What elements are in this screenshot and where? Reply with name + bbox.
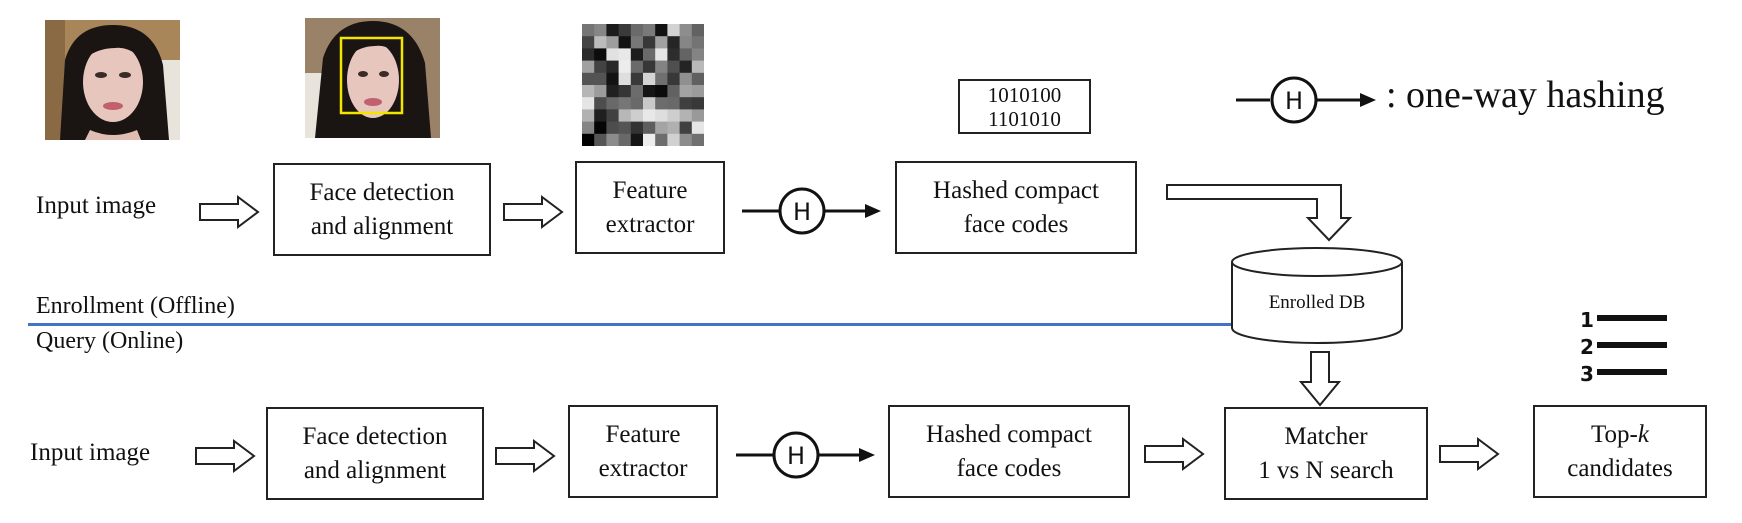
rank-3: 3	[1580, 362, 1594, 385]
feature-map-image	[582, 24, 704, 146]
query-hashed-codes-line-1: Hashed compact	[926, 420, 1092, 448]
enrollment-hashed-codes-line-1: Hashed compact	[933, 176, 1099, 204]
top-k-line-2: candidates	[1567, 454, 1673, 482]
query-hashed-codes-box: Hashed compact face codes	[888, 405, 1130, 498]
enrollment-face-detection-line-2: and alignment	[310, 212, 454, 240]
enrolled-db-cylinder: Enrolled DB	[1231, 247, 1403, 344]
query-feature-extractor-line-2: extractor	[598, 454, 688, 482]
enrollment-hashed-codes-box: Hashed compact face codes	[895, 161, 1137, 254]
legend-text: : one-way hashing	[1386, 74, 1665, 116]
enrollment-hash-arrow: H	[742, 187, 881, 235]
enrollment-feature-extractor-box: Feature extractor	[575, 161, 725, 254]
rank-1: 1	[1580, 308, 1594, 332]
arrow-to-enrolled-db	[1166, 184, 1353, 242]
arrow-query-3	[1144, 437, 1205, 471]
enrollment-input-label: Input image	[36, 192, 157, 219]
binary-code-line-2: 1101010	[988, 107, 1061, 131]
svg-text:H: H	[787, 442, 805, 470]
arrow-db-to-matcher	[1298, 351, 1342, 407]
svg-text:H: H	[1285, 87, 1303, 115]
query-face-detection-line-1: Face detection	[302, 422, 448, 450]
query-input-label: Input image	[30, 439, 151, 466]
rank-2: 2	[1580, 335, 1594, 359]
enrollment-section-label: Enrollment (Offline)	[36, 293, 235, 319]
arrow-enroll-2	[503, 195, 564, 229]
enrollment-hashed-codes-line-2: face codes	[963, 210, 1069, 238]
arrow-query-1	[195, 439, 256, 473]
enrolled-db-label: Enrolled DB	[1269, 292, 1366, 313]
top-k-candidates-box: Top-k candidates	[1533, 405, 1707, 498]
face-detection-bbox	[339, 36, 404, 115]
arrow-enroll-1	[199, 195, 260, 229]
matcher-box: Matcher 1 vs N search	[1224, 407, 1428, 500]
query-face-detection-box: Face detection and alignment	[266, 407, 484, 500]
enrollment-face-photo	[45, 20, 180, 140]
binary-code-sample: 1010100 1101010	[958, 79, 1091, 134]
enrollment-face-detection-line-1: Face detection	[309, 178, 455, 206]
query-face-detection-line-2: and alignment	[303, 456, 447, 484]
top-k-prefix: Top-	[1591, 420, 1638, 448]
arrow-query-2	[495, 439, 556, 473]
top-k-variable: k	[1637, 420, 1649, 448]
query-hashed-codes-line-2: face codes	[956, 454, 1062, 482]
arrow-query-4	[1439, 437, 1500, 471]
top-k-line-1: Top-k	[1591, 418, 1649, 452]
legend-hash-symbol: H	[1236, 76, 1376, 124]
ranked-list-icon: 1 2 3	[1580, 308, 1667, 385]
binary-code-line-1: 1010100	[987, 83, 1062, 107]
svg-text:H: H	[793, 198, 811, 226]
query-section-label: Query (Online)	[36, 328, 184, 354]
matcher-line-1: Matcher	[1284, 422, 1368, 450]
query-feature-extractor-line-1: Feature	[605, 420, 681, 448]
query-hash-arrow: H	[736, 431, 875, 479]
query-feature-extractor-box: Feature extractor	[568, 405, 718, 498]
enrollment-feature-extractor-line-2: extractor	[605, 210, 695, 238]
enrollment-face-detection-box: Face detection and alignment	[273, 163, 491, 256]
section-divider	[28, 323, 1234, 326]
enrollment-feature-extractor-line-1: Feature	[612, 176, 688, 204]
matcher-line-2: 1 vs N search	[1258, 456, 1394, 484]
detected-face-photo	[305, 18, 440, 138]
